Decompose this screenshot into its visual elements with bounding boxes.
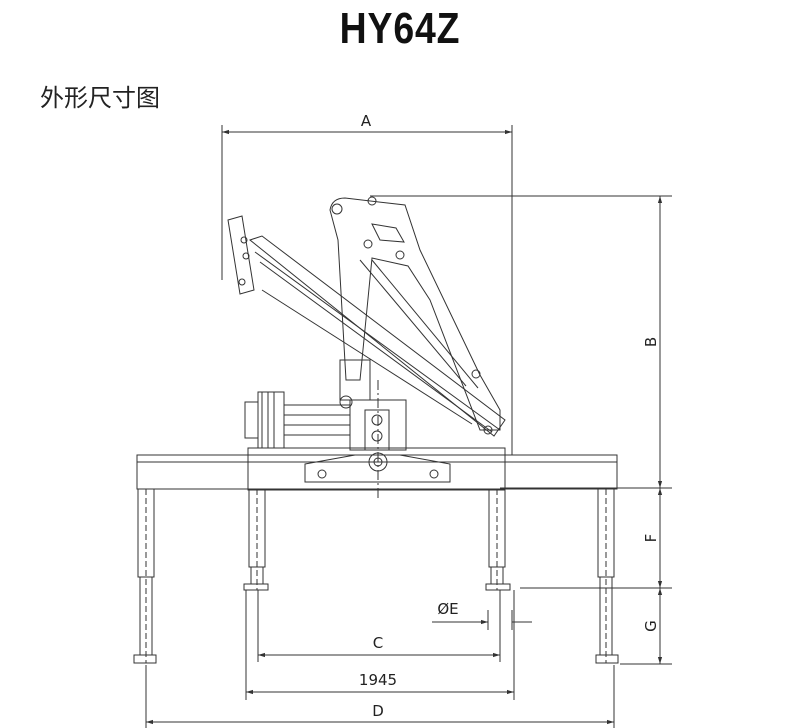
dimension-f-label: F	[642, 534, 660, 543]
dimension-g-label: G	[642, 620, 660, 632]
control-valves	[244, 391, 353, 449]
dimension-c-label: C	[373, 634, 383, 652]
main-boom	[227, 215, 506, 437]
dimension-e-label: ØE	[437, 600, 458, 618]
boom-arm	[329, 196, 501, 431]
dimension-b-label: B	[642, 337, 660, 347]
dimension-d-label: D	[372, 702, 384, 720]
outrigger-leg-outer-left	[133, 488, 157, 664]
dimension-f-group	[520, 488, 672, 589]
dimension-a-group	[221, 125, 513, 455]
drawing-subtitle: 外形尺寸图	[40, 84, 160, 112]
drawing-title: HY64Z	[339, 4, 461, 53]
dimension-d-group	[145, 665, 615, 728]
dimension-1945-label: 1945	[359, 671, 397, 689]
dimension-a-label: A	[361, 112, 372, 130]
dimension-c-group	[257, 590, 501, 662]
dimension-e-group	[432, 610, 532, 630]
dimension-1945-group	[245, 590, 515, 700]
outrigger-leg-inner-right	[485, 488, 511, 591]
outrigger-beam	[136, 454, 618, 490]
dimension-b-group	[370, 195, 672, 489]
outrigger-leg-outer-right	[595, 488, 619, 664]
dimension-g-group	[620, 588, 672, 665]
outrigger-leg-inner-left	[243, 488, 269, 591]
